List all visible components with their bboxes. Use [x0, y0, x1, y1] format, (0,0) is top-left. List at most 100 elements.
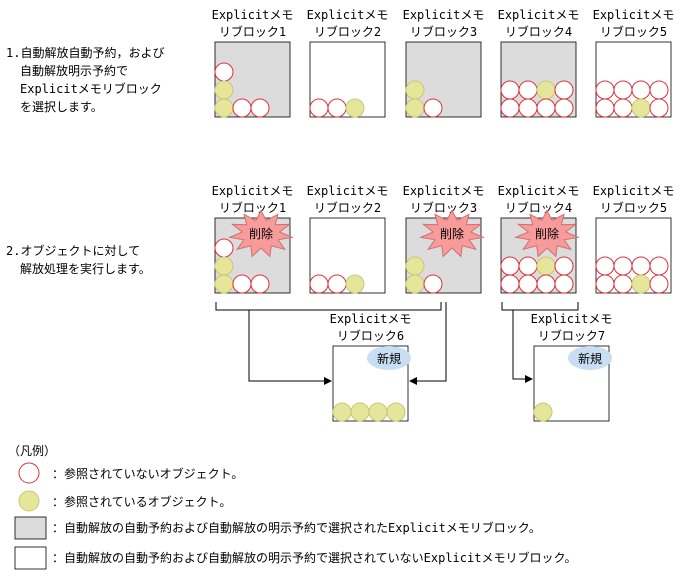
block-title-line2: リブロック3 [410, 24, 477, 39]
block-title-line1: Explicitメモ [593, 184, 675, 198]
block-title-line2: リブロック2 [314, 200, 381, 215]
delete-burst-shape [228, 209, 294, 258]
block-title-line2: リブロック3 [410, 200, 477, 215]
referenced-object [345, 98, 365, 118]
unreferenced-object [500, 80, 520, 100]
unreferenced-object [250, 274, 270, 294]
move-connector-block7 [501, 302, 579, 383]
legend-unselected-block-icon [14, 546, 47, 570]
block-title-line1: Explicitメモ [403, 184, 485, 198]
step1-text-line4: を選択します。 [20, 100, 103, 114]
referenced-object [536, 80, 556, 100]
block-title-line1: Explicitメモ [212, 8, 294, 22]
block-title-line2: リブロック7 [538, 328, 605, 343]
block-title-line1: Explicitメモ [498, 184, 580, 198]
unreferenced-object [613, 98, 633, 118]
referenced-object [405, 274, 425, 294]
unreferenced-object [649, 80, 669, 100]
block-title-line1: Explicitメモ [403, 8, 485, 22]
unreferenced-object [309, 98, 329, 118]
unreferenced-object [649, 98, 669, 118]
step2-text-line1: 2.オブジェクトに対して [6, 243, 140, 258]
referenced-object [332, 402, 352, 422]
legend-selected-block-icon [14, 516, 47, 540]
block-title-line2: リブロック4 [505, 200, 572, 215]
unreferenced-object [536, 274, 556, 294]
unreferenced-object [649, 274, 669, 294]
unreferenced-object [423, 274, 443, 294]
legend-selected-block-text: ：自動解放の自動予約および自動解放の明示予約で選択されたExplicitメモリブ… [52, 520, 541, 535]
unreferenced-object [250, 98, 270, 118]
delete-burst: 削除 [228, 209, 294, 258]
referenced-object [345, 274, 365, 294]
block-title-line2: リブロック5 [600, 24, 667, 39]
unreferenced-object [518, 256, 538, 276]
block-title-line2: リブロック1 [219, 24, 286, 39]
block-title-line1: Explicitメモ [330, 312, 412, 326]
block-title-line2: リブロック6 [337, 328, 404, 343]
unreferenced-object [613, 80, 633, 100]
legend-referenced-object-icon [18, 490, 40, 512]
block-title-line1: Explicitメモ [307, 184, 389, 198]
delete-burst-shape [514, 209, 580, 258]
block-title-line1: Explicitメモ [498, 8, 580, 22]
new-label: 新規 [377, 351, 401, 366]
unreferenced-object [631, 256, 651, 276]
unreferenced-object [649, 256, 669, 276]
unreferenced-object [327, 274, 347, 294]
block-title-line2: リブロック5 [600, 200, 667, 215]
unreferenced-object [232, 98, 252, 118]
step1-text-line1: 1.自動解放自動予約，および [6, 45, 164, 60]
referenced-object [350, 402, 370, 422]
referenced-object [405, 256, 425, 276]
referenced-object [405, 98, 425, 118]
block-title-line1: Explicitメモ [593, 8, 675, 22]
unreferenced-object [518, 274, 538, 294]
block-title-line1: Explicitメモ [531, 312, 613, 326]
new-badge-shape [367, 346, 411, 370]
unreferenced-object [613, 256, 633, 276]
unreferenced-object [500, 274, 520, 294]
legend: （凡例） ：参照されていないオブジェクト。 ：参照されているオブジェクト。 ：自… [8, 444, 576, 570]
legend-unreferenced-object-icon [18, 462, 40, 484]
unreferenced-object [613, 274, 633, 294]
delete-label: 削除 [249, 226, 273, 241]
delete-burst: 削除 [514, 209, 580, 258]
unreferenced-object [309, 274, 329, 294]
step1-text-line2: 自動解放明示予約で [20, 63, 128, 78]
delete-burst-shape [419, 209, 485, 258]
unreferenced-object [536, 98, 556, 118]
referenced-object [214, 256, 234, 276]
legend-referenced-object-text: ：参照されているオブジェクト。 [52, 494, 231, 509]
step1-text-line3: Explicitメモリブロック [20, 81, 162, 96]
unreferenced-object [595, 274, 615, 294]
delete-label: 削除 [440, 226, 464, 241]
step2-block-row: Explicitメモリブロック1Explicitメモリブロック2Explicit… [212, 184, 675, 294]
new-badge-shape [568, 346, 612, 370]
unreferenced-object [214, 238, 234, 258]
unreferenced-object [554, 80, 574, 100]
referenced-object [405, 80, 425, 100]
referenced-object [214, 80, 234, 100]
delete-label: 削除 [535, 226, 559, 241]
referenced-object [214, 274, 234, 294]
referenced-object [533, 402, 553, 422]
unreferenced-object [631, 80, 651, 100]
referenced-object [631, 98, 651, 118]
referenced-object [386, 402, 406, 422]
legend-title: （凡例） [8, 444, 56, 458]
referenced-object [214, 98, 234, 118]
block-title-line2: リブロック2 [314, 24, 381, 39]
unreferenced-object [554, 274, 574, 294]
block-title-line1: Explicitメモ [212, 184, 294, 198]
unreferenced-object [595, 98, 615, 118]
referenced-object [368, 402, 388, 422]
unreferenced-object [500, 98, 520, 118]
step1-block-row: Explicitメモリブロック1Explicitメモリブロック2Explicit… [212, 8, 675, 118]
